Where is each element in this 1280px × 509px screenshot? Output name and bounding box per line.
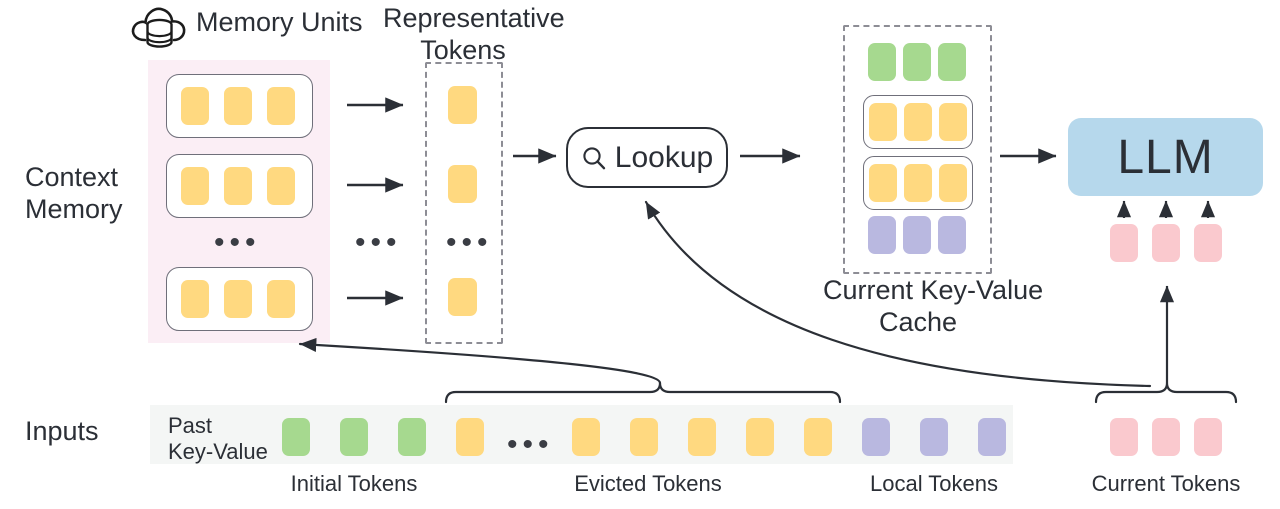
memory-token [181,280,209,318]
current-token-input [1110,224,1138,262]
memory-units-heading: Memory Units [196,7,363,37]
memory-unit[interactable] [166,267,313,331]
input-token-local [978,418,1006,456]
past-key-value-label: Past Key-Value [168,413,268,464]
group-label-local-tokens: Local Tokens [869,471,998,496]
kv-cache-token [939,103,967,141]
group-label-current-tokens: Current Tokens [1091,471,1241,496]
memory-units-ellipsis: ••• [214,226,261,259]
input-token-local [920,418,948,456]
kv-cache-token [868,216,896,254]
kv-cache-token [869,164,897,202]
context-memory-row-label: Context Memory [25,162,123,224]
current-kv-cache-heading: Current Key-Value Cache [823,275,1044,337]
kv-cache-group[interactable] [863,95,973,149]
llm-label: LLM [1117,130,1214,184]
group-label-initial-tokens: Initial Tokens [290,471,418,496]
kv-cache-token [939,164,967,202]
llm-box[interactable]: LLM [1068,118,1263,196]
kv-cache-token [903,43,931,81]
input-token-evicted [746,418,774,456]
memory-token [267,167,295,205]
representative-tokens-heading: Representative Tokens [383,3,565,65]
memory-token [181,87,209,125]
input-token-evicted [688,418,716,456]
representative-tokens-ellipsis: ••• [446,226,493,259]
kv-cache-token [938,216,966,254]
input-token-initial [340,418,368,456]
input-token-evicted [630,418,658,456]
representative-token [448,165,477,203]
input-token-evicted [572,418,600,456]
representative-token [448,278,477,316]
memory-token [224,87,252,125]
memory-token [267,87,295,125]
current-token-input [1152,224,1180,262]
memory-token [181,167,209,205]
current-token-input [1194,224,1222,262]
representative-token [448,86,477,124]
input-token-current [1152,418,1180,456]
input-token-local [862,418,890,456]
inputs-row-label: Inputs [25,416,99,446]
input-token-current [1194,418,1222,456]
kv-cache-token [869,103,897,141]
kv-cache-token [938,43,966,81]
memory-token [224,167,252,205]
kv-cache-token [903,216,931,254]
input-token-initial [282,418,310,456]
memory-token [224,280,252,318]
input-token-initial [398,418,426,456]
input-token-evicted [456,418,484,456]
input-token-current [1110,418,1138,456]
magnifier-icon [581,145,607,171]
input-evicted-ellipsis: ••• [507,428,554,461]
lookup-box[interactable]: Lookup [566,127,728,188]
memory-unit[interactable] [166,154,313,218]
kv-cache-token [904,103,932,141]
arrow-column-ellipsis: ••• [355,226,402,259]
memory-token [267,280,295,318]
kv-cache-token [868,43,896,81]
cloud-database-icon [128,2,190,50]
memory-unit[interactable] [166,74,313,138]
group-label-evicted-tokens: Evicted Tokens [574,471,722,496]
lookup-label: Lookup [614,140,714,174]
input-token-evicted [804,418,832,456]
kv-cache-token [904,164,932,202]
kv-cache-group[interactable] [863,156,973,210]
